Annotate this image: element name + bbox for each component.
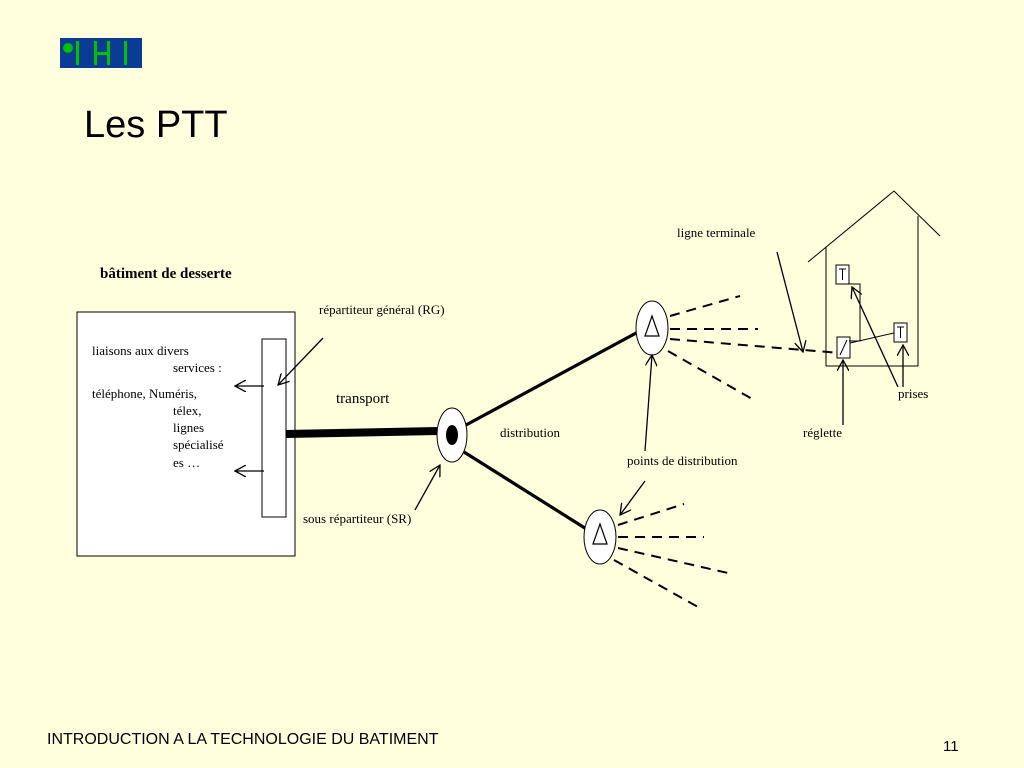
upper-dash-4: [667, 350, 755, 401]
reglette-icon: [836, 336, 851, 359]
ligne-terminale-arrow: [776, 251, 803, 352]
page-number: 11: [943, 738, 959, 755]
services-line-1: liaisons aux divers: [92, 343, 189, 358]
internal-wiring-right: [849, 332, 895, 344]
logo-bar-crossbar: [94, 52, 110, 55]
logo-bar-1: [76, 41, 79, 65]
services-line-4: télex,: [173, 403, 202, 418]
lower-dash-1: [617, 503, 685, 526]
ihi-logo: [60, 38, 142, 68]
upper-dash-1: [669, 295, 741, 317]
distribution-line-lower: [463, 450, 589, 532]
distribution-point-upper: [635, 300, 669, 356]
reglette-label: réglette: [803, 425, 842, 440]
distribution-point-lower-triangle: [592, 522, 608, 545]
slide-title: Les PTT: [84, 104, 228, 146]
rg-panel: [261, 338, 287, 518]
distribution-label: distribution: [500, 425, 560, 440]
prises-arrow-top: [852, 287, 899, 388]
distribution-line-upper: [465, 330, 639, 427]
lower-dash-3: [617, 547, 729, 574]
distribution-point-lower: [583, 509, 617, 565]
logo-dot: [63, 43, 73, 53]
house-roof: [807, 190, 941, 263]
logo-bar-4: [124, 41, 127, 65]
sr-arrow: [414, 465, 440, 511]
services-line-2: services :: [173, 360, 222, 375]
distribution-point-upper-triangle: [644, 314, 660, 337]
socket-top-icon: [835, 264, 850, 285]
rg-arrow: [278, 337, 324, 385]
sr-node-core: [446, 425, 458, 445]
services-line-5: lignes: [173, 420, 204, 435]
points-distribution-label: points de distribution: [627, 453, 738, 468]
services-line-6: spécialisé: [173, 437, 224, 452]
services-line-7: es …: [173, 455, 200, 470]
socket-right-icon: [893, 322, 908, 343]
upper-dash-3: [669, 338, 841, 354]
ligne-terminale-label: ligne terminale: [677, 225, 756, 240]
points-arrow-lower: [620, 480, 646, 515]
transport-line: [285, 427, 439, 438]
services-line-3: téléphone, Numéris,: [92, 386, 197, 401]
transport-label: transport: [336, 391, 390, 407]
rg-label: répartiteur général (RG): [319, 302, 445, 317]
lower-dash-4: [613, 559, 699, 608]
building-box: [76, 311, 296, 557]
internal-wiring-top: [849, 283, 861, 342]
sr-label: sous répartiteur (SR): [303, 511, 411, 526]
building-label: bâtiment de desserte: [100, 266, 232, 282]
prises-label: prises: [898, 386, 928, 401]
points-arrow-upper: [644, 355, 652, 452]
slide-footer: INTRODUCTION A LA TECHNOLOGIE DU BATIMEN…: [47, 731, 439, 748]
